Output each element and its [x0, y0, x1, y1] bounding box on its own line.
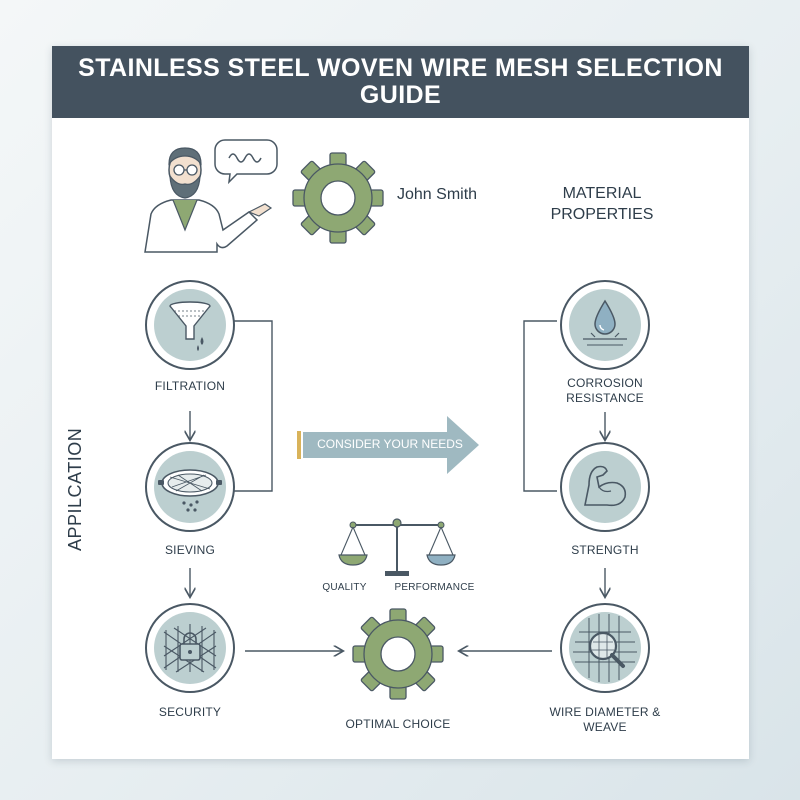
left-bracket	[232, 320, 273, 492]
sieve-icon	[145, 442, 235, 532]
guide-card: STAINLESS STEEL WOVEN WIRE MESH SELECTIO…	[52, 46, 749, 759]
mesh-magnifier-icon	[560, 603, 650, 693]
gear-icon	[292, 152, 384, 244]
sieving-label: SIEVING	[164, 543, 216, 557]
security-label: SECURITY	[158, 705, 222, 719]
consider-needs-text: CONSIDER YOUR NEEDS	[317, 437, 463, 451]
consider-needs-arrow	[297, 416, 479, 474]
title-banner: STAINLESS STEEL WOVEN WIRE MESH SELECTIO…	[52, 46, 749, 118]
performance-label: PERFORMANCE	[394, 582, 475, 593]
presenter-name: John Smith	[397, 186, 478, 203]
balance-scale-icon	[338, 518, 456, 576]
page-title: STAINLESS STEEL WOVEN WIRE MESH SELECTIO…	[78, 54, 723, 109]
corrosion-resistance-label: CORROSION RESISTANCE	[566, 376, 644, 405]
connector-lines	[52, 320, 749, 759]
flexed-arm-icon	[560, 442, 650, 532]
strength-label: STRENGTH	[571, 543, 639, 557]
material-properties-title: MATERIAL PROPERTIES	[550, 185, 654, 223]
scientist-icon	[144, 139, 278, 253]
right-bracket	[523, 320, 557, 492]
optimal-choice-label: OPTIMAL CHOICE	[345, 717, 451, 731]
filtration-label: FILTRATION	[154, 379, 226, 393]
application-title: APPILCATION	[65, 427, 85, 551]
security-mesh-lock-icon	[145, 603, 235, 693]
optimal-gear-icon	[352, 608, 444, 700]
funnel-icon	[145, 280, 235, 370]
quality-label: QUALITY	[322, 582, 367, 593]
wire-diameter-weave-label: WIRE DIAMETER & WEAVE	[549, 705, 661, 734]
water-drop-icon	[560, 280, 650, 370]
